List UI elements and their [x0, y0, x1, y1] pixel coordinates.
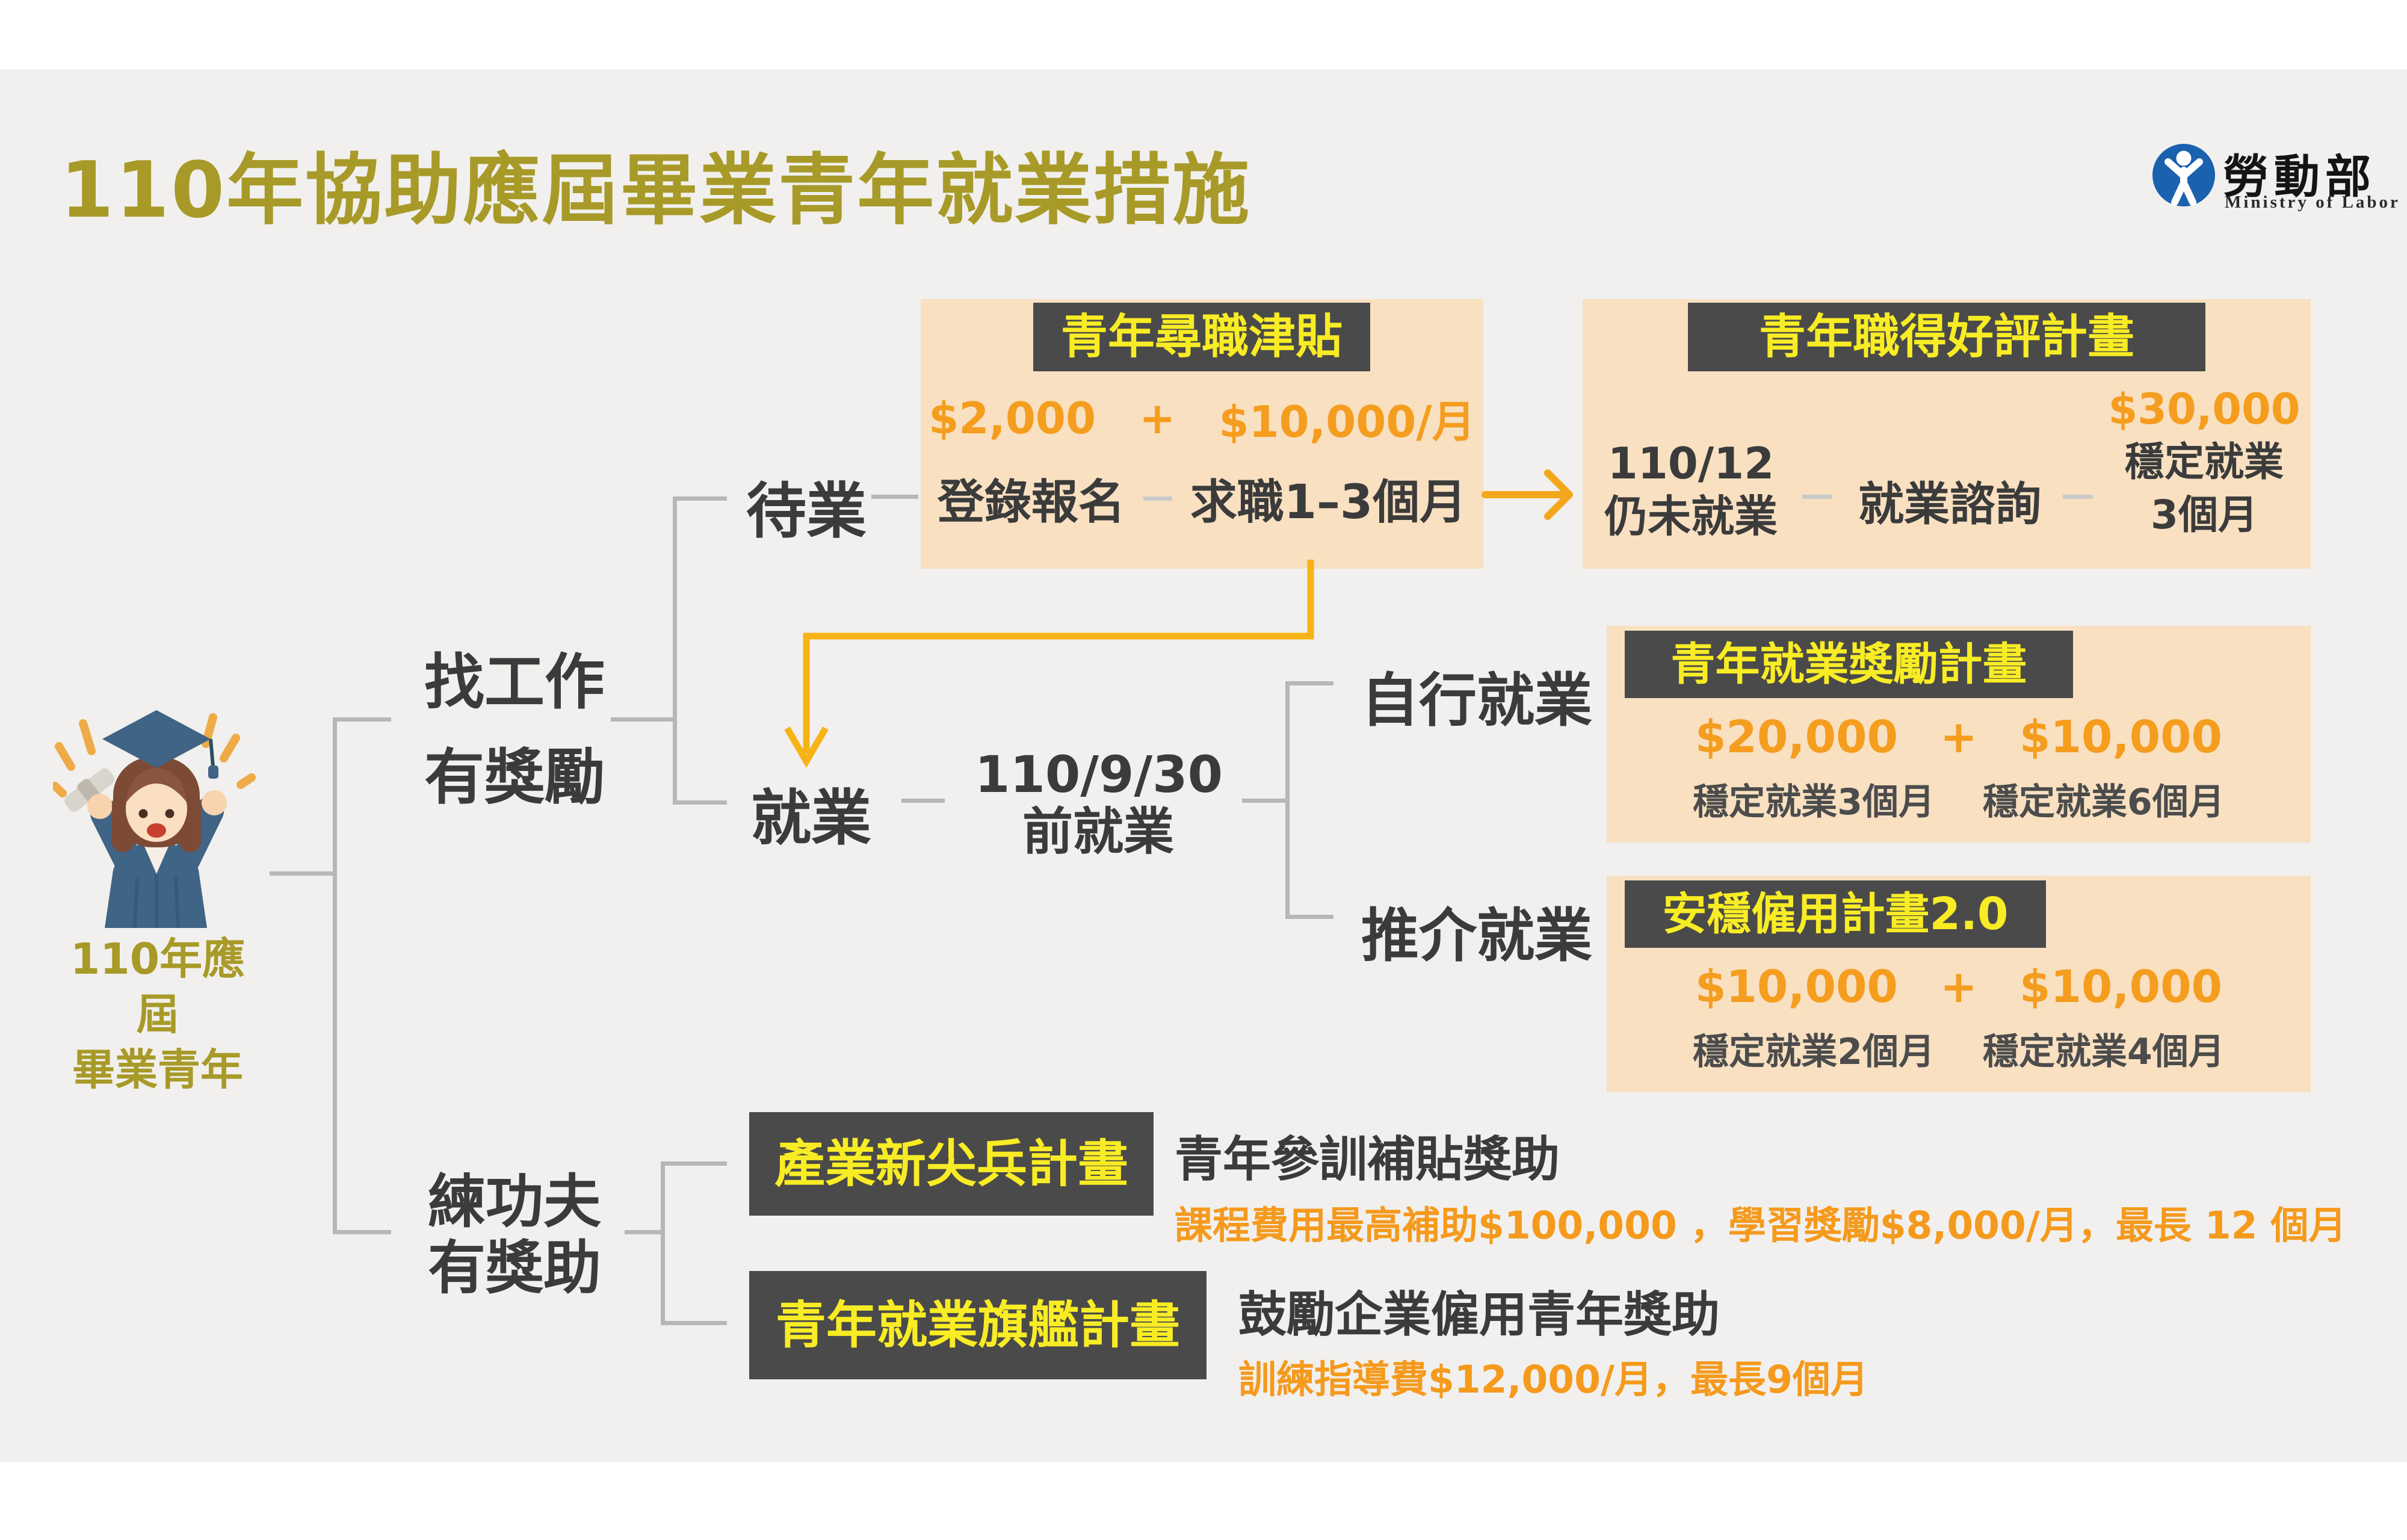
job-seek-step2: 求職1–3個月 [1190, 475, 1467, 530]
vanguard-desc-title: 青年參訓補貼獎助 [1175, 1131, 1560, 1187]
node-deadline: 110/9/30 前就業 [975, 745, 1223, 861]
root-node-label: 110年應屆 畢業青年 [53, 932, 262, 1098]
reward-cond1: 穩定就業3個月 [1693, 781, 1935, 823]
flagship-desc-title: 鼓勵企業僱用青年獎助 [1238, 1287, 1720, 1343]
good-review-box-title: 青年職得好評計畫 [1688, 303, 2205, 371]
connector-branch-top [333, 717, 391, 722]
flagship-desc-detail: 訓練指導費$12,000/月，最長9個月 [1238, 1358, 1868, 1402]
good-review-step: 就業諮詢 [1858, 477, 2041, 531]
good-review-cond-line2: 仍未就業 [1604, 491, 1778, 542]
arrow-elbow-down-icon [784, 560, 1314, 768]
branch-find-job: 找工作 有獎勵 [415, 635, 614, 825]
connector-waiting [673, 496, 727, 501]
arrow-right-icon [1482, 469, 1573, 520]
stable-amount2: $10,000 [2019, 961, 2223, 1013]
connector-vanguard [661, 1161, 727, 1166]
node-employed: 就業 [751, 783, 871, 853]
plus-sign: + [1939, 711, 1977, 763]
ministry-logo-icon [2152, 144, 2215, 206]
page-title: 110年協助應屆畢業青年就業措施 [60, 146, 1252, 235]
good-review-condition: 110/12 仍未就業 [1589, 437, 1793, 543]
stable-cond2: 穩定就業4個月 [1983, 1031, 2225, 1073]
reward-box-title: 青年就業獎勵計畫 [1625, 631, 2073, 698]
connector-branch-top-out [611, 717, 673, 722]
dash-separator [2063, 495, 2093, 499]
connector-date-bracket [1242, 799, 1285, 803]
node-deadline-line2: 前就業 [1022, 802, 1174, 861]
reward-cond2: 穩定就業6個月 [1983, 781, 2225, 823]
stable-conditions: 穩定就業2個月 穩定就業4個月 [1607, 1022, 2311, 1075]
vanguard-box-title: 產業新尖兵計畫 [749, 1112, 1154, 1216]
connector-referred [1285, 915, 1333, 919]
dash-separator [1802, 495, 1832, 499]
good-review-amount: $30,000 [2108, 385, 2300, 434]
connector-self-employed [1285, 681, 1333, 685]
job-seek-amount1: $2,000 [929, 392, 1096, 444]
graduate-illustration [53, 710, 256, 928]
node-waiting: 待業 [746, 476, 867, 546]
reward-amount1: $20,000 [1695, 711, 1898, 763]
stable-cond1: 穩定就業2個月 [1693, 1031, 1935, 1073]
good-review-cond-line1: 110/12 [1607, 438, 1775, 489]
stable-amount1: $10,000 [1695, 961, 1898, 1013]
stable-box-title: 安穩僱用計畫2.0 [1625, 880, 2046, 948]
plus-sign: + [1139, 392, 1176, 444]
branch-train-skill-line2: 有獎助 [428, 1234, 601, 1302]
branch-train-skill: 練功夫 有獎助 [415, 1169, 614, 1301]
connector-flagship [661, 1321, 727, 1325]
branch-find-job-line1: 找工作 [424, 647, 605, 717]
reward-amount2: $10,000 [2019, 711, 2223, 763]
job-seek-amounts: $2,000 + $10,000/月 [921, 386, 1483, 450]
node-self-employed: 自行就業 [1361, 667, 1592, 734]
bracket-middle [1285, 681, 1290, 919]
connector-trunk [333, 717, 337, 1234]
dash-separator [1143, 496, 1172, 501]
good-review-result: $30,000 穩定就業 3個月 [2099, 383, 2310, 542]
connector-branch-bottom [333, 1230, 391, 1234]
branch-train-skill-line1: 練功夫 [428, 1168, 601, 1235]
reward-conditions: 穩定就業3個月 穩定就業6個月 [1607, 773, 2311, 825]
root-label-line2: 畢業青年 [72, 1045, 243, 1095]
node-referred: 推介就業 [1361, 902, 1592, 969]
stable-amounts: $10,000 + $10,000 [1607, 961, 2311, 1013]
plus-sign: + [1939, 961, 1977, 1013]
job-seek-steps: 登錄報名 求職1–3個月 [921, 465, 1483, 532]
root-label-line1: 110年應屆 [70, 934, 246, 1039]
good-review-result-line2: 3個月 [2151, 492, 2258, 538]
reward-amounts: $20,000 + $10,000 [1607, 711, 2311, 763]
connector-employed [673, 800, 727, 805]
vanguard-desc-detail: 課程費用最高補助$100,000 ，學習獎勵$8,000/月，最長 12 個月 [1175, 1204, 2347, 1248]
bracket-top [673, 496, 677, 805]
job-seek-amount2: $10,000/月 [1219, 397, 1475, 447]
connector-branch-bottom-out [625, 1230, 663, 1234]
connector-employed-date [901, 799, 945, 803]
job-seek-box-title: 青年尋職津貼 [1033, 303, 1370, 371]
job-seek-step1: 登錄報名 [937, 475, 1125, 530]
node-deadline-line1: 110/9/30 [975, 745, 1223, 804]
bracket-bottom [661, 1161, 665, 1325]
connector-waiting-box [871, 495, 918, 499]
connector-root [270, 871, 334, 876]
ministry-name-en: Ministry of Labor [2225, 193, 2400, 212]
good-review-result-line1: 穩定就業 [2125, 439, 2284, 485]
branch-find-job-line2: 有獎勵 [424, 742, 605, 812]
ministry-name-zh: 勞動部 [2223, 150, 2376, 203]
flagship-box-title: 青年就業旗艦計畫 [749, 1271, 1207, 1379]
